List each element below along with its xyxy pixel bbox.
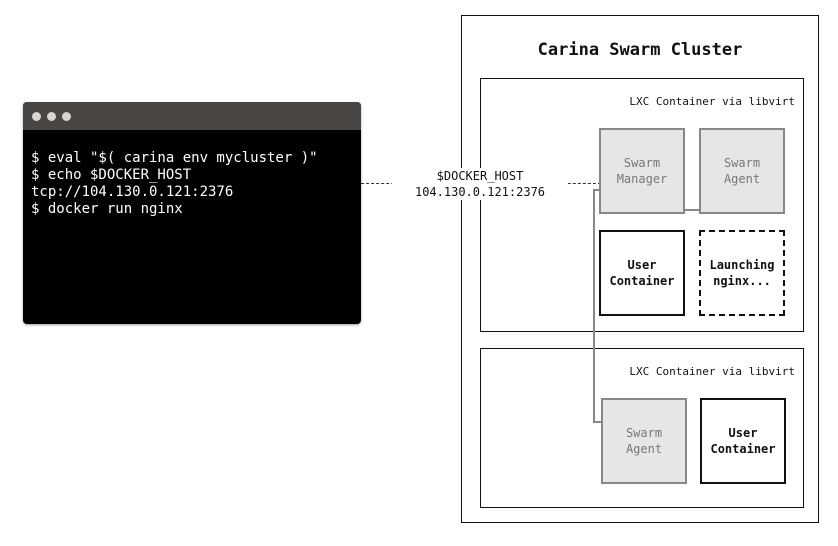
user-container-box: User Container bbox=[599, 230, 685, 316]
terminal-line: $ eval "$( carina env mycluster )" bbox=[31, 150, 318, 166]
terminal-titlebar bbox=[23, 102, 361, 130]
terminal-line: $ echo $DOCKER_HOST bbox=[31, 167, 192, 183]
lxc-container-1: LXC Container via libvirt bbox=[480, 78, 804, 332]
manager-connector-stub bbox=[593, 189, 601, 191]
manager-agent2-connector-vertical bbox=[593, 189, 595, 423]
lxc-container-2: LXC Container via libvirt bbox=[480, 348, 804, 508]
terminal-line: tcp://104.130.0.121:2376 bbox=[31, 184, 234, 200]
window-minimize-dot-icon bbox=[47, 112, 56, 121]
manager-agent-connector bbox=[685, 209, 699, 211]
swarm-agent-box: Swarm Agent bbox=[601, 398, 687, 484]
window-maximize-dot-icon bbox=[62, 112, 71, 121]
lxc-container-label: LXC Container via libvirt bbox=[629, 95, 795, 108]
swarm-agent-box: Swarm Agent bbox=[699, 128, 785, 214]
swarm-manager-box: Swarm Manager bbox=[599, 128, 685, 214]
cluster-title: Carina Swarm Cluster bbox=[537, 40, 743, 60]
launching-nginx-box: Launching nginx... bbox=[699, 230, 785, 316]
terminal-line: $ docker run nginx bbox=[31, 201, 183, 217]
user-container-box: User Container bbox=[700, 398, 786, 484]
window-close-dot-icon bbox=[32, 112, 41, 121]
lxc-container-label: LXC Container via libvirt bbox=[629, 365, 795, 378]
docker-host-label: $DOCKER_HOST 104.130.0.121:2376 bbox=[392, 168, 568, 200]
terminal-window: $ eval "$( carina env mycluster )" $ ech… bbox=[23, 102, 361, 324]
agent2-connector-stub bbox=[593, 421, 602, 423]
terminal-body: $ eval "$( carina env mycluster )" $ ech… bbox=[23, 130, 361, 218]
